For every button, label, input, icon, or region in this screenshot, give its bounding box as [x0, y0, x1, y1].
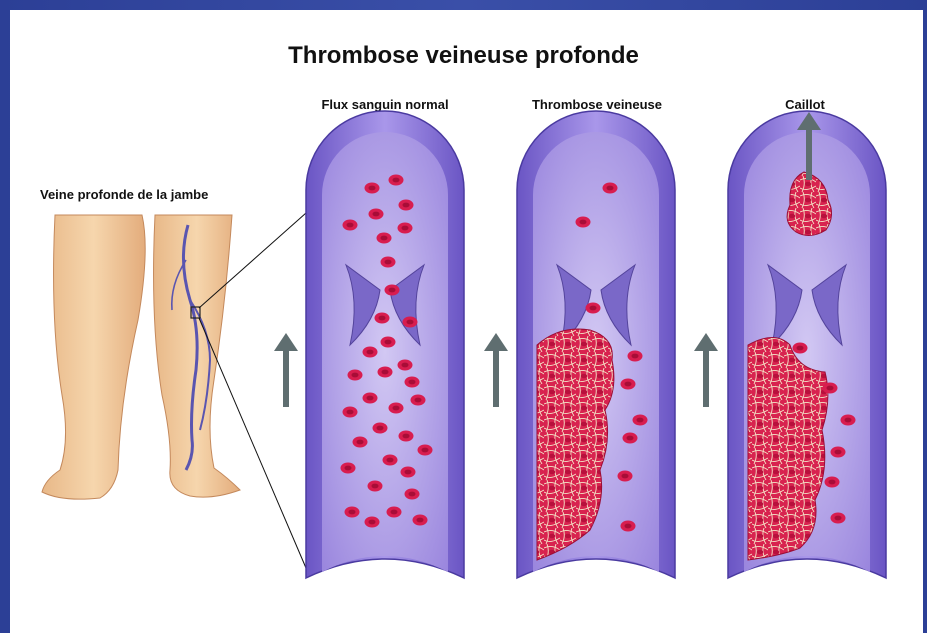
flow-arrow-1: [274, 333, 298, 407]
flow-arrow-2: [484, 333, 508, 407]
vein-clot: [728, 111, 886, 578]
vein-normal: [306, 111, 464, 578]
vein-thrombosis: [517, 111, 675, 578]
legs-illustration: [42, 213, 306, 568]
flow-arrow-3: [694, 333, 718, 407]
